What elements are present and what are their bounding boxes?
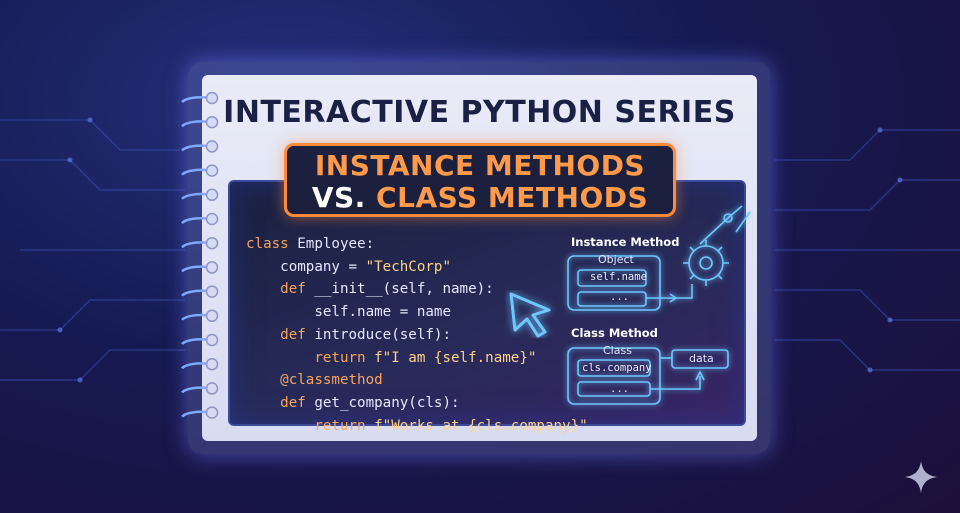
data-box — [671, 349, 729, 369]
cursor-arrow-icon — [509, 292, 551, 338]
object-label: Object — [598, 253, 634, 266]
subtitle-vs: VS. — [311, 181, 366, 214]
code-line: return f"Works at {cls.company}" — [314, 417, 588, 434]
subtitle-line-2: VS. CLASS METHODS — [287, 182, 673, 214]
method-diagram — [567, 205, 751, 405]
code-line: return f"I am {self.name}" — [314, 349, 537, 366]
class-box — [567, 347, 661, 405]
sparkle-icon — [905, 461, 937, 493]
self-name-label: self.name — [590, 271, 647, 283]
instance-more-label: ... — [610, 291, 629, 303]
subtitle-banner: INSTANCE METHODS VS. CLASS METHODS — [284, 143, 676, 217]
data-label: data — [689, 352, 714, 365]
gear-icon — [688, 245, 724, 281]
code-line: self.name = name — [246, 304, 451, 321]
object-box — [567, 255, 661, 311]
spiral-binding-icon — [181, 91, 219, 419]
cls-company-label: cls.company — [582, 362, 652, 374]
cls-company-box — [577, 359, 651, 377]
series-title: INTERACTIVE PYTHON SERIES — [223, 95, 736, 130]
code-line: company = "TechCorp" — [246, 258, 452, 275]
subtitle-class-methods: CLASS METHODS — [376, 181, 649, 214]
robot-arm-icon — [674, 205, 751, 299]
code-block: class Employee: company = "TechCorp" def… — [246, 233, 588, 437]
code-line: @classmethod — [280, 372, 383, 389]
class-more-label: ... — [610, 383, 629, 395]
class-method-label: Class Method — [571, 326, 658, 340]
instance-method-label: Instance Method — [571, 235, 680, 249]
subtitle-line-1: INSTANCE METHODS — [314, 149, 646, 182]
code-line: def introduce(self): — [280, 326, 452, 343]
code-line: class Employee: — [246, 236, 375, 252]
self-name-box — [577, 269, 647, 287]
instance-more-box — [577, 291, 647, 307]
class-label: Class — [603, 344, 632, 357]
code-line: def get_company(cls): — [280, 394, 460, 411]
code-line: def __init__(self, name): — [280, 281, 494, 298]
